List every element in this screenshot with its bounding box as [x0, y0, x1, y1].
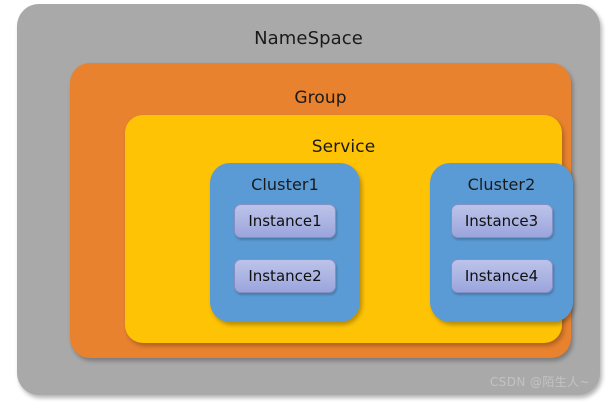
group-container: Group Service Cluster1 Instance1 Instanc…: [70, 63, 573, 358]
namespace-container: NameSpace Group Service Cluster1 Instanc…: [17, 4, 600, 395]
instance-box: Instance4: [450, 259, 553, 293]
instance-label: Instance2: [248, 266, 322, 285]
group-label: Group: [294, 88, 347, 108]
instance-label: Instance3: [464, 211, 539, 230]
cluster-label: Cluster2: [467, 175, 536, 194]
clusters-row: Cluster1 Instance1 Instance2 Cluster2 In…: [125, 163, 573, 323]
instance-box: Instance3: [450, 204, 553, 238]
cluster-label: Cluster1: [251, 175, 319, 194]
instance-label: Instance4: [464, 266, 539, 285]
instance-box: Instance2: [234, 259, 336, 293]
cluster-container: Cluster2 Instance3 Instance4: [430, 163, 573, 322]
service-label: Service: [311, 137, 376, 157]
instance-box: Instance1: [234, 204, 336, 238]
service-container: Service Cluster1 Instance1 Instance2: [125, 115, 573, 343]
instance-label: Instance1: [248, 211, 322, 230]
watermark-text: CSDN @陌生人~: [489, 375, 590, 389]
cluster-container: Cluster1 Instance1 Instance2: [210, 163, 360, 322]
namespace-label: NameSpace: [254, 28, 363, 49]
